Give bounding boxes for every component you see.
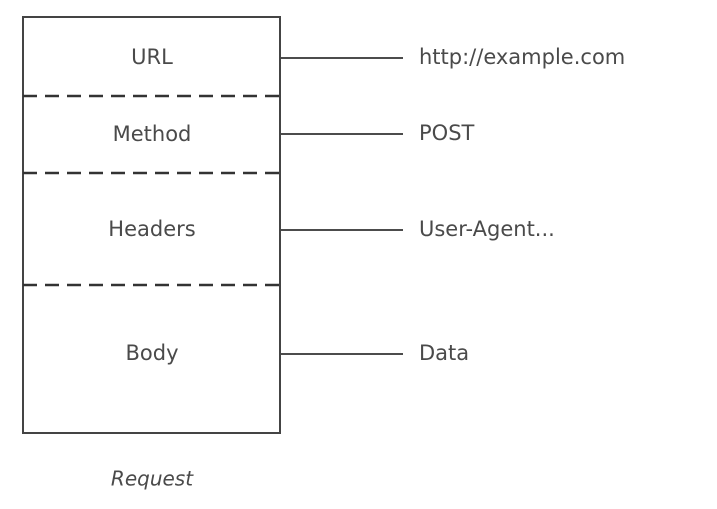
annotation-value-url: http://example.com bbox=[419, 45, 625, 69]
leader-lines bbox=[281, 57, 403, 355]
section-label-url: URL bbox=[131, 45, 173, 69]
annotation-value-method: POST bbox=[419, 121, 475, 145]
section-label-method: Method bbox=[113, 122, 192, 146]
diagram-caption: Request bbox=[111, 467, 194, 491]
annotation-value-body: Data bbox=[419, 341, 469, 365]
request-box-outline bbox=[22, 16, 281, 434]
section-label-headers: Headers bbox=[108, 217, 195, 241]
section-label-body: Body bbox=[125, 341, 178, 365]
annotation-value-headers: User-Agent... bbox=[419, 217, 555, 241]
